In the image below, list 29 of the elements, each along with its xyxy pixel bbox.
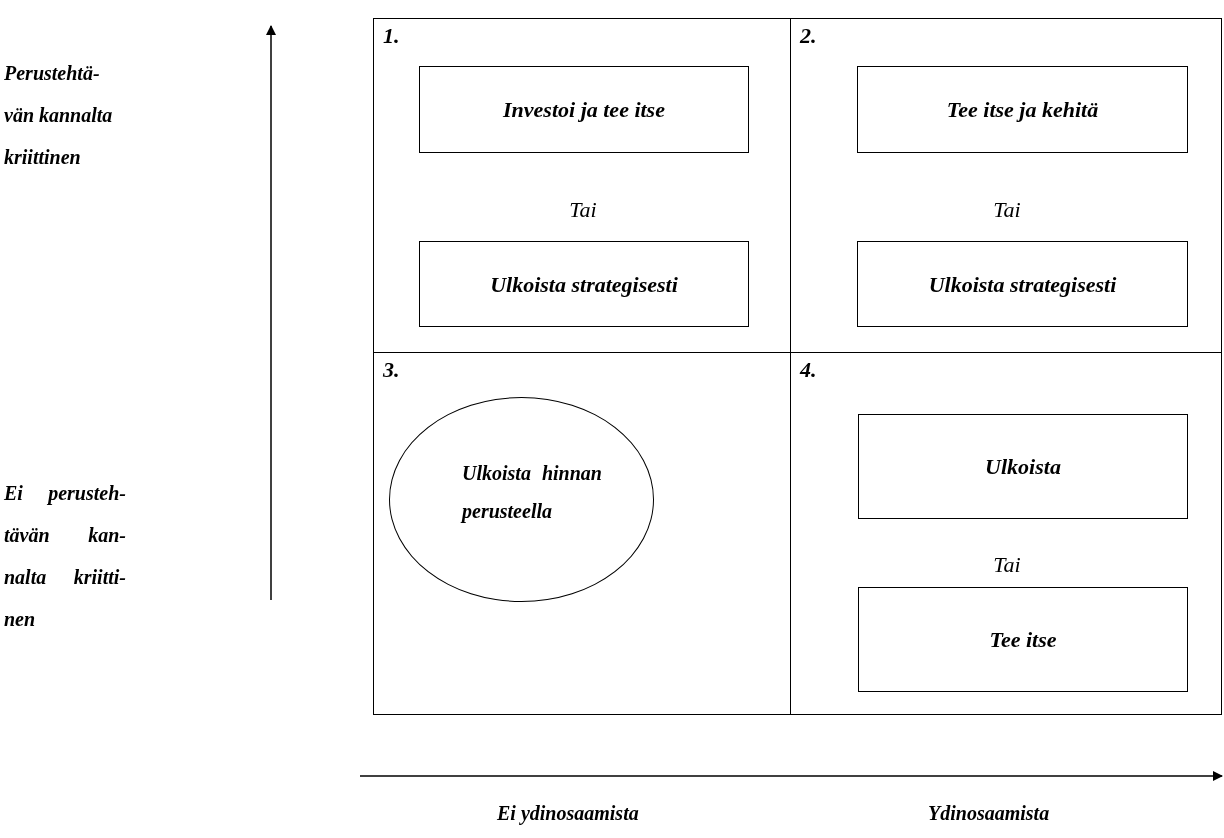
or-text: Tai	[569, 199, 597, 221]
strategy-box	[419, 66, 749, 153]
strategy-text: Tee itse	[989, 626, 1057, 654]
strategy-box	[419, 241, 749, 327]
strategy-ellipse	[389, 397, 654, 602]
axis-label: Ei perusteh- tävän kan- nalta kriitti- nen	[4, 481, 126, 632]
or-text: Tai	[993, 554, 1021, 576]
quadrant-number: 1.	[383, 25, 400, 47]
strategy-text: Ulkoista strategisesti	[490, 270, 678, 299]
strategy-text: Investoi ja tee itse	[503, 96, 665, 124]
axis-label: Ei ydinosaamista	[497, 801, 640, 827]
strategy-text: Tee itse ja kehitä	[946, 96, 1099, 124]
quadrant-cell	[790, 352, 1222, 715]
quadrant-cell	[373, 18, 791, 353]
quadrant-number: 3.	[383, 359, 400, 381]
axis-label: Ydinosaamista	[928, 801, 1051, 826]
quadrant-number: 2.	[800, 25, 817, 47]
quadrant-cell	[790, 18, 1222, 353]
or-text: Tai	[993, 199, 1021, 221]
quadrant-number: 4.	[800, 359, 817, 381]
strategy-box	[857, 241, 1188, 327]
quadrant-cell	[373, 352, 791, 715]
axis-label: Perustehtä- vän kannalta kriittinen	[4, 61, 114, 170]
strategy-box	[858, 414, 1188, 519]
strategy-box	[857, 66, 1188, 153]
strategy-text: Ulkoista	[985, 453, 1061, 481]
strategy-box	[858, 587, 1188, 692]
strategy-text: Ulkoista strategisesti	[928, 270, 1117, 299]
strategy-text: Ulkoista hinnan perusteella	[462, 461, 602, 525]
